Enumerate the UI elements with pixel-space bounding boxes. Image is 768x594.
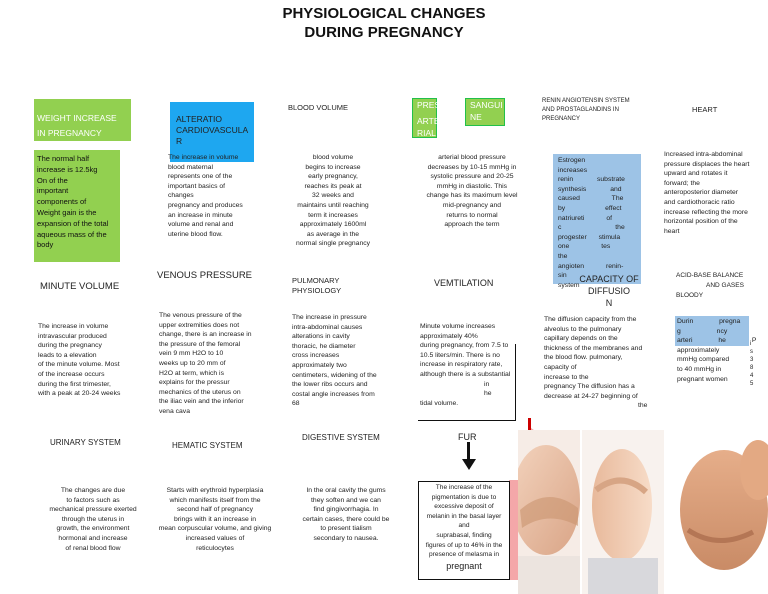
cardio-body: The increase in volume blood maternal re…	[168, 154, 243, 238]
renin-body: Estrogen increases renin substrate synth…	[558, 157, 625, 289]
pulmonary-body: The increase in pressure intra-abdominal…	[292, 314, 377, 408]
cardio-heading-bg	[170, 102, 254, 162]
diffusion-body: The diffusion capacity from the alveolus…	[544, 316, 648, 410]
pressure-tag-left-text: PRES ARTE RIAL	[417, 100, 441, 138]
weight-heading-bg	[34, 99, 131, 141]
acid-base-side: i s 3 8 4 5	[750, 341, 754, 387]
pregnancy-photos	[518, 430, 768, 594]
pressure-tag-right	[465, 98, 505, 126]
urinary-body: The changes are due to factors such as m…	[49, 487, 137, 552]
pressure-tag-right-text: SANGUI NE	[470, 100, 503, 122]
fur-heading: FUR	[458, 432, 477, 442]
photo-belly-1	[518, 430, 580, 594]
ventilation-body: Minute volume increases approximately 40…	[420, 323, 511, 407]
arrow-down-shaft	[467, 442, 470, 460]
venous-heading: VENOUS PRESSURE	[157, 270, 253, 281]
arrow-down-icon	[462, 459, 476, 470]
fur-pink-bar	[509, 480, 519, 580]
heart-heading: HEART	[692, 105, 718, 114]
digestive-heading: DIGESTIVE SYSTEM	[302, 433, 380, 442]
weight-heading: WEIGHT INCREASE IN PREGNANCY	[37, 113, 117, 138]
photo-belly-2	[582, 430, 664, 594]
hematic-body: Starts with erythroid hyperplasia which …	[158, 487, 272, 552]
heart-body: Increased intra-abdominal pressure displ…	[664, 151, 750, 235]
cardio-heading: ALTERATIO CARDIOVASCULA R	[176, 114, 249, 146]
renin-heading: RENIN ANGIOTENSIN SYSTEM AND PROSTAGLAND…	[542, 98, 630, 122]
urinary-heading: URINARY SYSTEM	[50, 438, 121, 447]
venous-body: The venous pressure of the upper extremi…	[159, 312, 252, 415]
blood-volume-heading: BLOOD VOLUME	[288, 103, 349, 112]
minute-volume-heading: MINUTE VOLUME	[40, 281, 120, 292]
photo-belly-3	[666, 430, 768, 594]
digestive-body: In the oral cavity the gums they soften …	[302, 487, 390, 542]
fur-body: The increase of the pigmentation is due …	[425, 484, 503, 571]
pulmonary-heading: PULMONARY PHYSIOLOGY	[292, 276, 342, 295]
pressure-body: arterial blood pressure decreases by 10-…	[426, 154, 518, 229]
page-title: PHYSIOLOGICAL CHANGES DURING PREGNANCY	[282, 5, 486, 41]
ventilation-frame	[418, 344, 516, 421]
renin-body-bg	[553, 154, 641, 284]
fur-box	[418, 481, 510, 580]
diffusion-heading: CAPACITY OF DIFFUSIO N	[579, 274, 639, 308]
acid-base-heading: ACID-BASE BALANCE AND GASES BLOODY	[676, 272, 744, 299]
pressure-tag-left	[412, 98, 437, 138]
blood-volume-body: blood volume begins to increase early pr…	[295, 154, 371, 248]
hematic-heading: HEMATIC SYSTEM	[172, 441, 243, 450]
acid-base-body: Durin pregna g ncy arteri he P approxima…	[677, 318, 757, 383]
minute-volume-body: The increase in volume intravascular pro…	[38, 323, 121, 398]
acid-base-box-bg	[675, 316, 749, 346]
weight-body-bg	[34, 150, 120, 262]
weight-body: The normal half increase is 12.5kg On of…	[37, 154, 109, 250]
ventilation-heading: VEMTILATION	[434, 278, 494, 288]
